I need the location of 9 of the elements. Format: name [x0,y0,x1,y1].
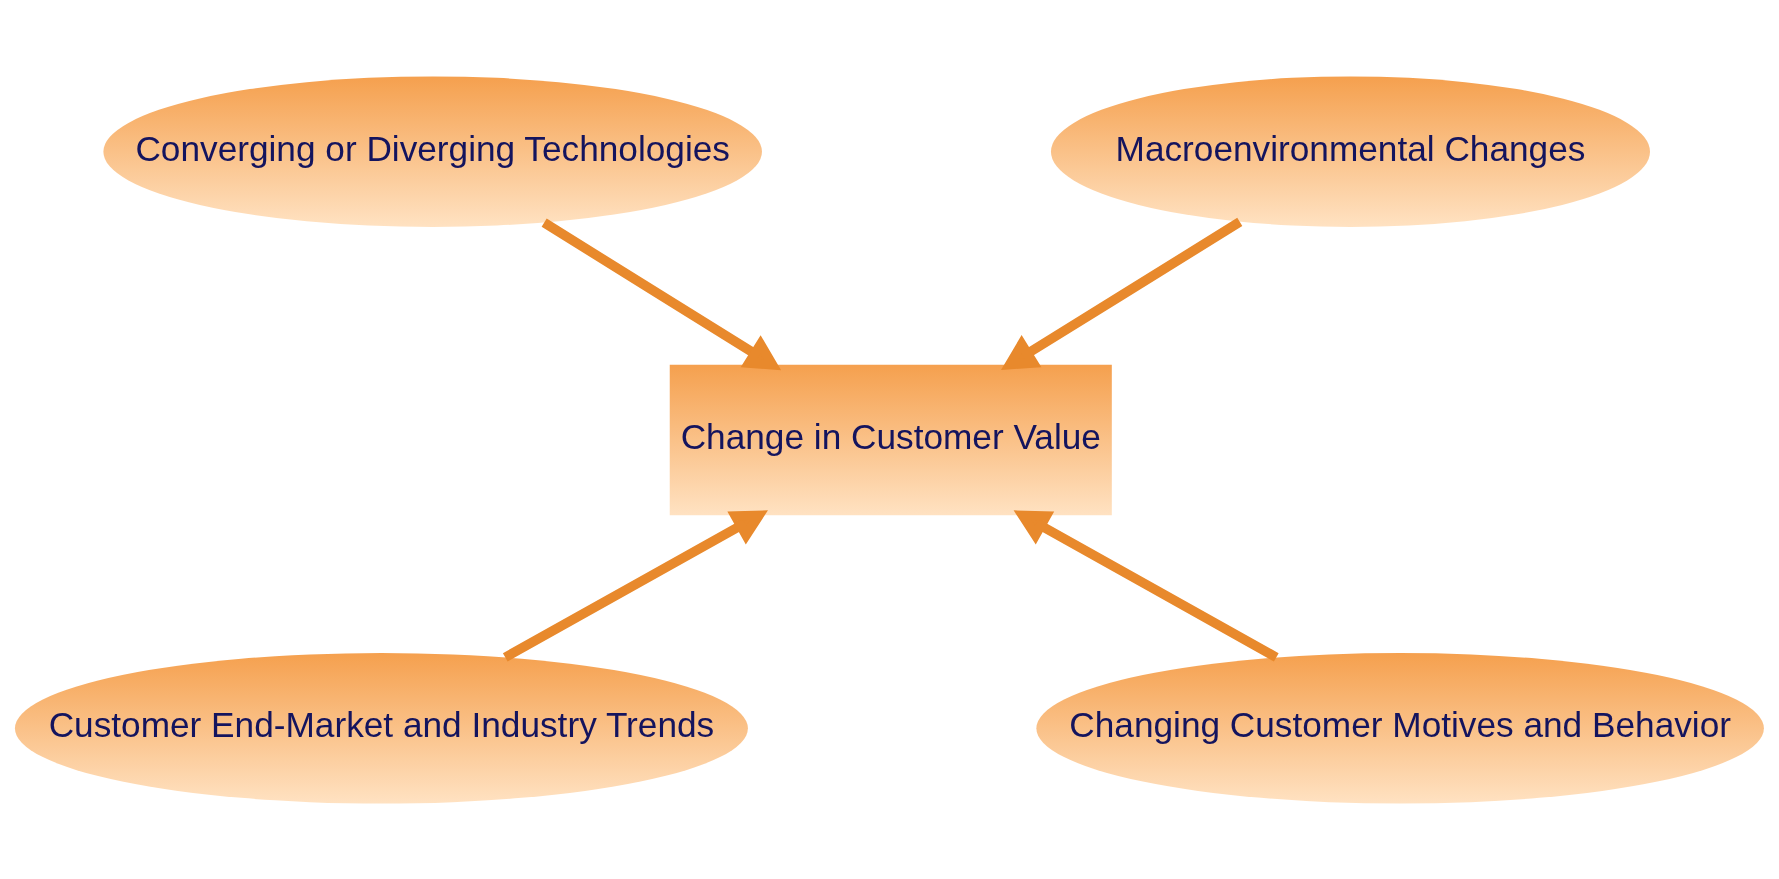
arrow [502,509,768,662]
node-ellipse: Customer End-Market and Industry Trends [14,652,748,804]
arrow [1013,509,1279,662]
node-ellipse: Converging or Diverging Technologies [103,75,762,227]
node-ellipse: Macroenvironmental Changes [1050,75,1650,227]
arrow [1000,217,1243,370]
arrow [541,218,782,370]
node-ellipse: Changing Customer Motives and Behavior [1036,652,1764,804]
node-box: Change in Customer Value [669,364,1112,515]
